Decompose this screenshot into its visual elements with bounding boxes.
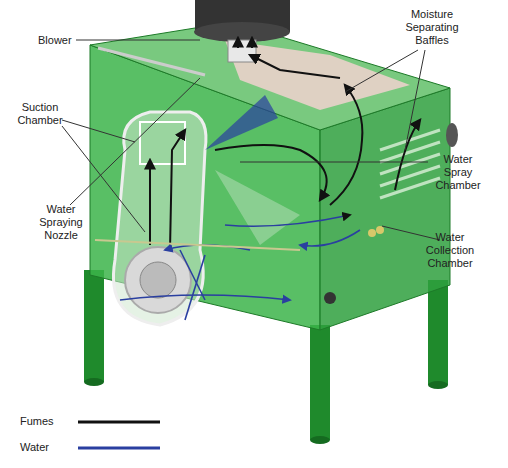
water-path xyxy=(225,215,350,226)
leader-line xyxy=(76,40,200,41)
fume-path xyxy=(250,55,340,78)
part-label: Moisture Separating Baffles xyxy=(392,8,472,47)
leg-foot xyxy=(428,381,448,389)
fume-path xyxy=(215,145,327,200)
leg xyxy=(310,325,330,440)
legend-line-sample xyxy=(78,421,160,424)
legend-line-sample xyxy=(78,447,160,450)
part-label: Suction Chamber xyxy=(10,101,70,127)
leader-line xyxy=(70,78,200,205)
legend-text: Fumes xyxy=(20,415,54,428)
water-path xyxy=(300,230,360,246)
part-label: Water Spraying Nozzle xyxy=(32,203,90,242)
float-valve xyxy=(368,229,376,237)
leader-line xyxy=(62,120,135,142)
baffle-plate xyxy=(380,154,440,174)
fume-path xyxy=(170,130,185,250)
baffle-zone xyxy=(225,40,410,110)
fume-path xyxy=(149,160,151,245)
nozzle-block xyxy=(140,122,185,164)
drain-valve xyxy=(324,292,336,304)
baffle-plate xyxy=(380,178,440,198)
baffle-plate xyxy=(380,142,440,162)
fume-path xyxy=(251,38,253,48)
fume-path xyxy=(395,120,420,190)
leader-line xyxy=(382,226,440,240)
leader-line xyxy=(240,162,428,163)
fan-hub xyxy=(140,262,176,298)
leader-line xyxy=(345,50,418,92)
leader-line xyxy=(405,50,425,150)
water-path-group xyxy=(120,215,360,320)
leader-group xyxy=(62,40,440,240)
part-label: Water Spray Chamber xyxy=(430,153,486,192)
float-valve xyxy=(376,226,384,234)
fume-path xyxy=(330,85,362,205)
leg xyxy=(84,270,104,382)
part-label: Blower xyxy=(38,34,98,47)
spray-jet xyxy=(205,95,278,150)
leg-foot xyxy=(84,378,104,386)
fume-path-group xyxy=(150,38,420,250)
leg xyxy=(428,280,448,385)
top-pipe xyxy=(98,48,205,75)
legend-text: Water xyxy=(20,441,49,454)
water-level-rod xyxy=(95,240,300,250)
water-path xyxy=(180,250,205,300)
fume-path xyxy=(237,38,239,48)
baffle-plate xyxy=(380,166,440,186)
part-label: Water Collection Chamber xyxy=(418,231,482,270)
spray-cone xyxy=(215,170,300,245)
leg-foot xyxy=(310,436,330,444)
outlet-port xyxy=(446,123,458,147)
water-path xyxy=(185,255,205,320)
fan-wheel xyxy=(125,247,191,313)
side-face xyxy=(320,88,450,330)
suction-chamber-housing xyxy=(113,112,206,325)
blower-base xyxy=(194,22,290,42)
